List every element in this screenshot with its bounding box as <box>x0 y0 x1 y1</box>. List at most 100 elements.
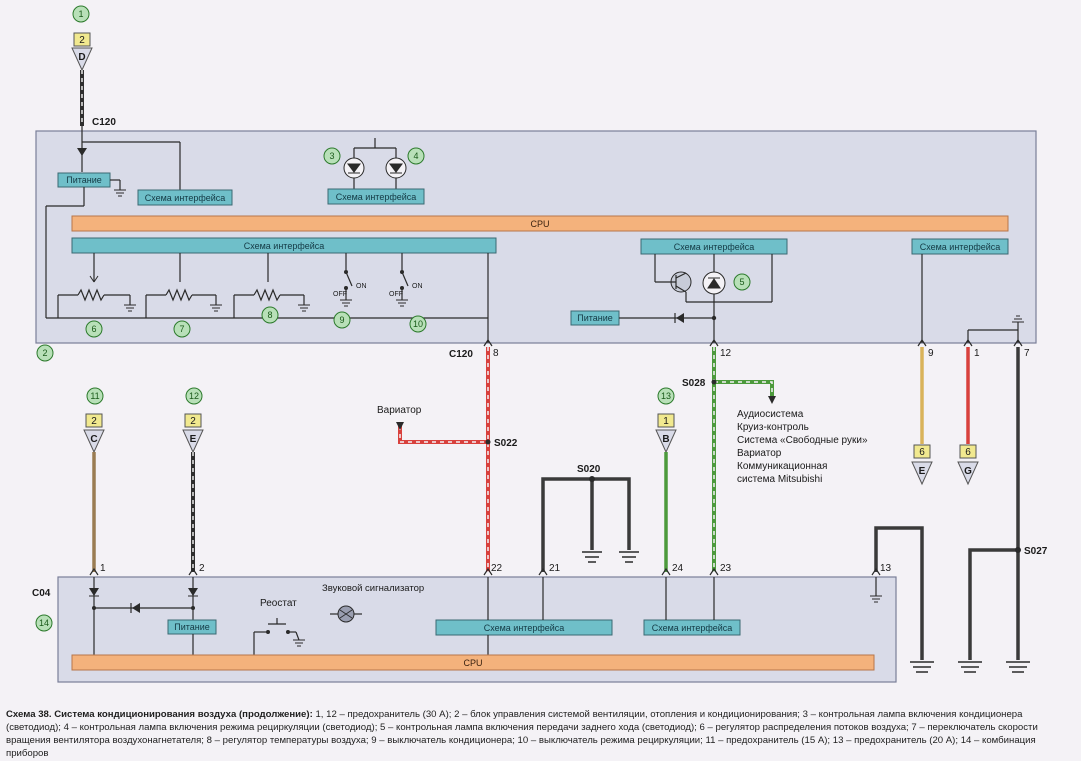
callout-10-label: 10 <box>413 319 423 329</box>
wire-green-white-s028 <box>714 380 774 398</box>
regulator-6-icon <box>57 253 136 318</box>
callout-7 <box>173 320 191 338</box>
callout-8-label: 8 <box>267 310 272 320</box>
callout-6 <box>85 320 103 338</box>
climate-control-unit-panel <box>35 130 1037 344</box>
variator-arrow-icon <box>396 422 404 430</box>
fuse-tag-e-right-num: 6 <box>919 447 925 458</box>
power-block-upper-label: Питание <box>66 175 102 185</box>
rheostat-switch-icon <box>253 618 305 656</box>
s028-dest-3: Вариатор <box>737 448 782 459</box>
fuse-tag-e-left-letter: E <box>190 434 197 445</box>
interface-block-main-left-label: Схема интерфейса <box>244 241 325 251</box>
fuse-tag-b-letter: B <box>662 434 669 445</box>
pin-c04-24: 24 <box>672 563 684 574</box>
pin-c04-13: 13 <box>880 563 892 574</box>
recirculation-switch-off-label: OFF <box>389 291 403 298</box>
fuse-tag-g-triangle <box>957 461 979 486</box>
regulator-8-icon <box>233 253 310 318</box>
fuse-tag-e-left-num: 2 <box>190 416 196 427</box>
power-block-right-label: Питание <box>577 313 613 323</box>
callout-14 <box>35 614 53 632</box>
cpu-bar-upper-label: CPU <box>530 219 549 229</box>
s028-dest-0: Аудиосистема <box>737 409 804 420</box>
fuse-tag-d-num-box <box>73 32 91 47</box>
s028-dest-5: система Mitsubishi <box>737 474 822 485</box>
fuse-tag-d-letter: D <box>78 52 85 63</box>
caption-title: Схема 38. Система кондиционирования возд… <box>6 709 313 720</box>
callout-5 <box>733 273 751 291</box>
callout-11-label: 11 <box>90 391 99 401</box>
s028-dest-4: Коммуникационная <box>737 461 827 472</box>
variator-label: Вариатор <box>377 405 422 416</box>
callout-3-label: 3 <box>329 151 334 161</box>
fuse-tag-g-num-box <box>959 444 977 459</box>
fuse-tag-g-num: 6 <box>965 447 971 458</box>
recirculation-switch-on-label: ON <box>412 283 423 290</box>
splice-s027-label: S027 <box>1024 546 1048 557</box>
interface-block-reverse-label: Схема интерфейса <box>674 242 755 252</box>
diode-c04-bridge-icon <box>132 603 140 613</box>
interface-block-main-left <box>71 237 497 254</box>
wire-black-s020 <box>541 477 631 572</box>
ground-s020-a-icon <box>582 551 602 563</box>
interface-block-top-left-label: Схема интерфейса <box>145 193 226 203</box>
callout-8 <box>261 306 279 324</box>
fuse-tag-b-num-box <box>657 413 675 428</box>
fuse-tag-e-right-num-box <box>913 444 931 459</box>
c120-mid-label: C120 <box>449 349 473 360</box>
ac-switch-on-label: ON <box>356 283 367 290</box>
regulator-7-icon <box>145 253 222 318</box>
interface-block-top-center-label: Схема интерфейса <box>336 192 417 202</box>
cpu-bar-lower <box>71 654 875 671</box>
fuse-tag-b-num: 1 <box>663 416 669 427</box>
wire-black-13 <box>874 526 924 660</box>
interface-block-right <box>911 238 1009 255</box>
diode-c04-1-icon <box>89 588 99 596</box>
ground-s027-b-icon <box>1006 661 1030 673</box>
fuse-tag-e-left-triangle <box>182 429 204 454</box>
fuse-tag-c-num: 2 <box>91 416 97 427</box>
fuse-tag-d-num: 2 <box>79 35 85 46</box>
recirculation-switch-icon <box>396 253 409 307</box>
ac-switch-icon <box>340 253 353 307</box>
c120-top-label: C120 <box>92 117 116 128</box>
callout-1 <box>72 5 90 23</box>
pin-c120-7: 7 <box>1024 348 1030 359</box>
ac-switch-off-label: OFF <box>333 291 347 298</box>
ground-13-icon <box>910 661 934 673</box>
callout-12-label: 12 <box>189 391 199 401</box>
pin-c04-22: 22 <box>491 563 503 574</box>
buzzer-icon <box>330 605 362 623</box>
callout-5-label: 5 <box>739 277 744 287</box>
diode-c04-2-icon <box>188 588 198 596</box>
callout-3 <box>323 147 341 165</box>
power-block-lower <box>167 619 217 635</box>
pin-c04-1: 1 <box>100 563 106 574</box>
splice-s020-label: S020 <box>577 464 601 475</box>
diode-reverse-icon <box>676 313 684 323</box>
interface-block-lower-left <box>435 619 613 636</box>
callout-7-label: 7 <box>179 324 184 334</box>
fuse-tag-g-letter: G <box>964 466 972 477</box>
c04-label: C04 <box>32 588 51 599</box>
fuse-tag-c-num-box <box>85 413 103 428</box>
callout-14-label: 14 <box>39 618 49 628</box>
callout-6-label: 6 <box>91 324 96 334</box>
power-block-lower-label: Питание <box>174 622 210 632</box>
caption-text: 1, 12 – предохранитель (30 А); 2 – блок … <box>6 709 1038 759</box>
callout-10 <box>409 315 427 333</box>
fuse-tag-c-letter: C <box>90 434 97 445</box>
cpu-bar-upper <box>71 215 1009 232</box>
interface-block-top-center <box>327 188 425 205</box>
figure-caption: Схема 38. Система кондиционирования возд… <box>6 708 1076 760</box>
ground-s020-b-icon <box>619 551 639 563</box>
buzzer-label-line1: Звуковой сигнализатор <box>322 583 424 594</box>
callout-13-label: 13 <box>661 391 671 401</box>
fuse-tag-b-triangle <box>655 429 677 454</box>
callout-9 <box>333 311 351 329</box>
callout-1-label: 1 <box>78 9 83 19</box>
interface-block-top-left <box>137 189 233 206</box>
fuse-tag-e-right-letter: E <box>919 466 926 477</box>
